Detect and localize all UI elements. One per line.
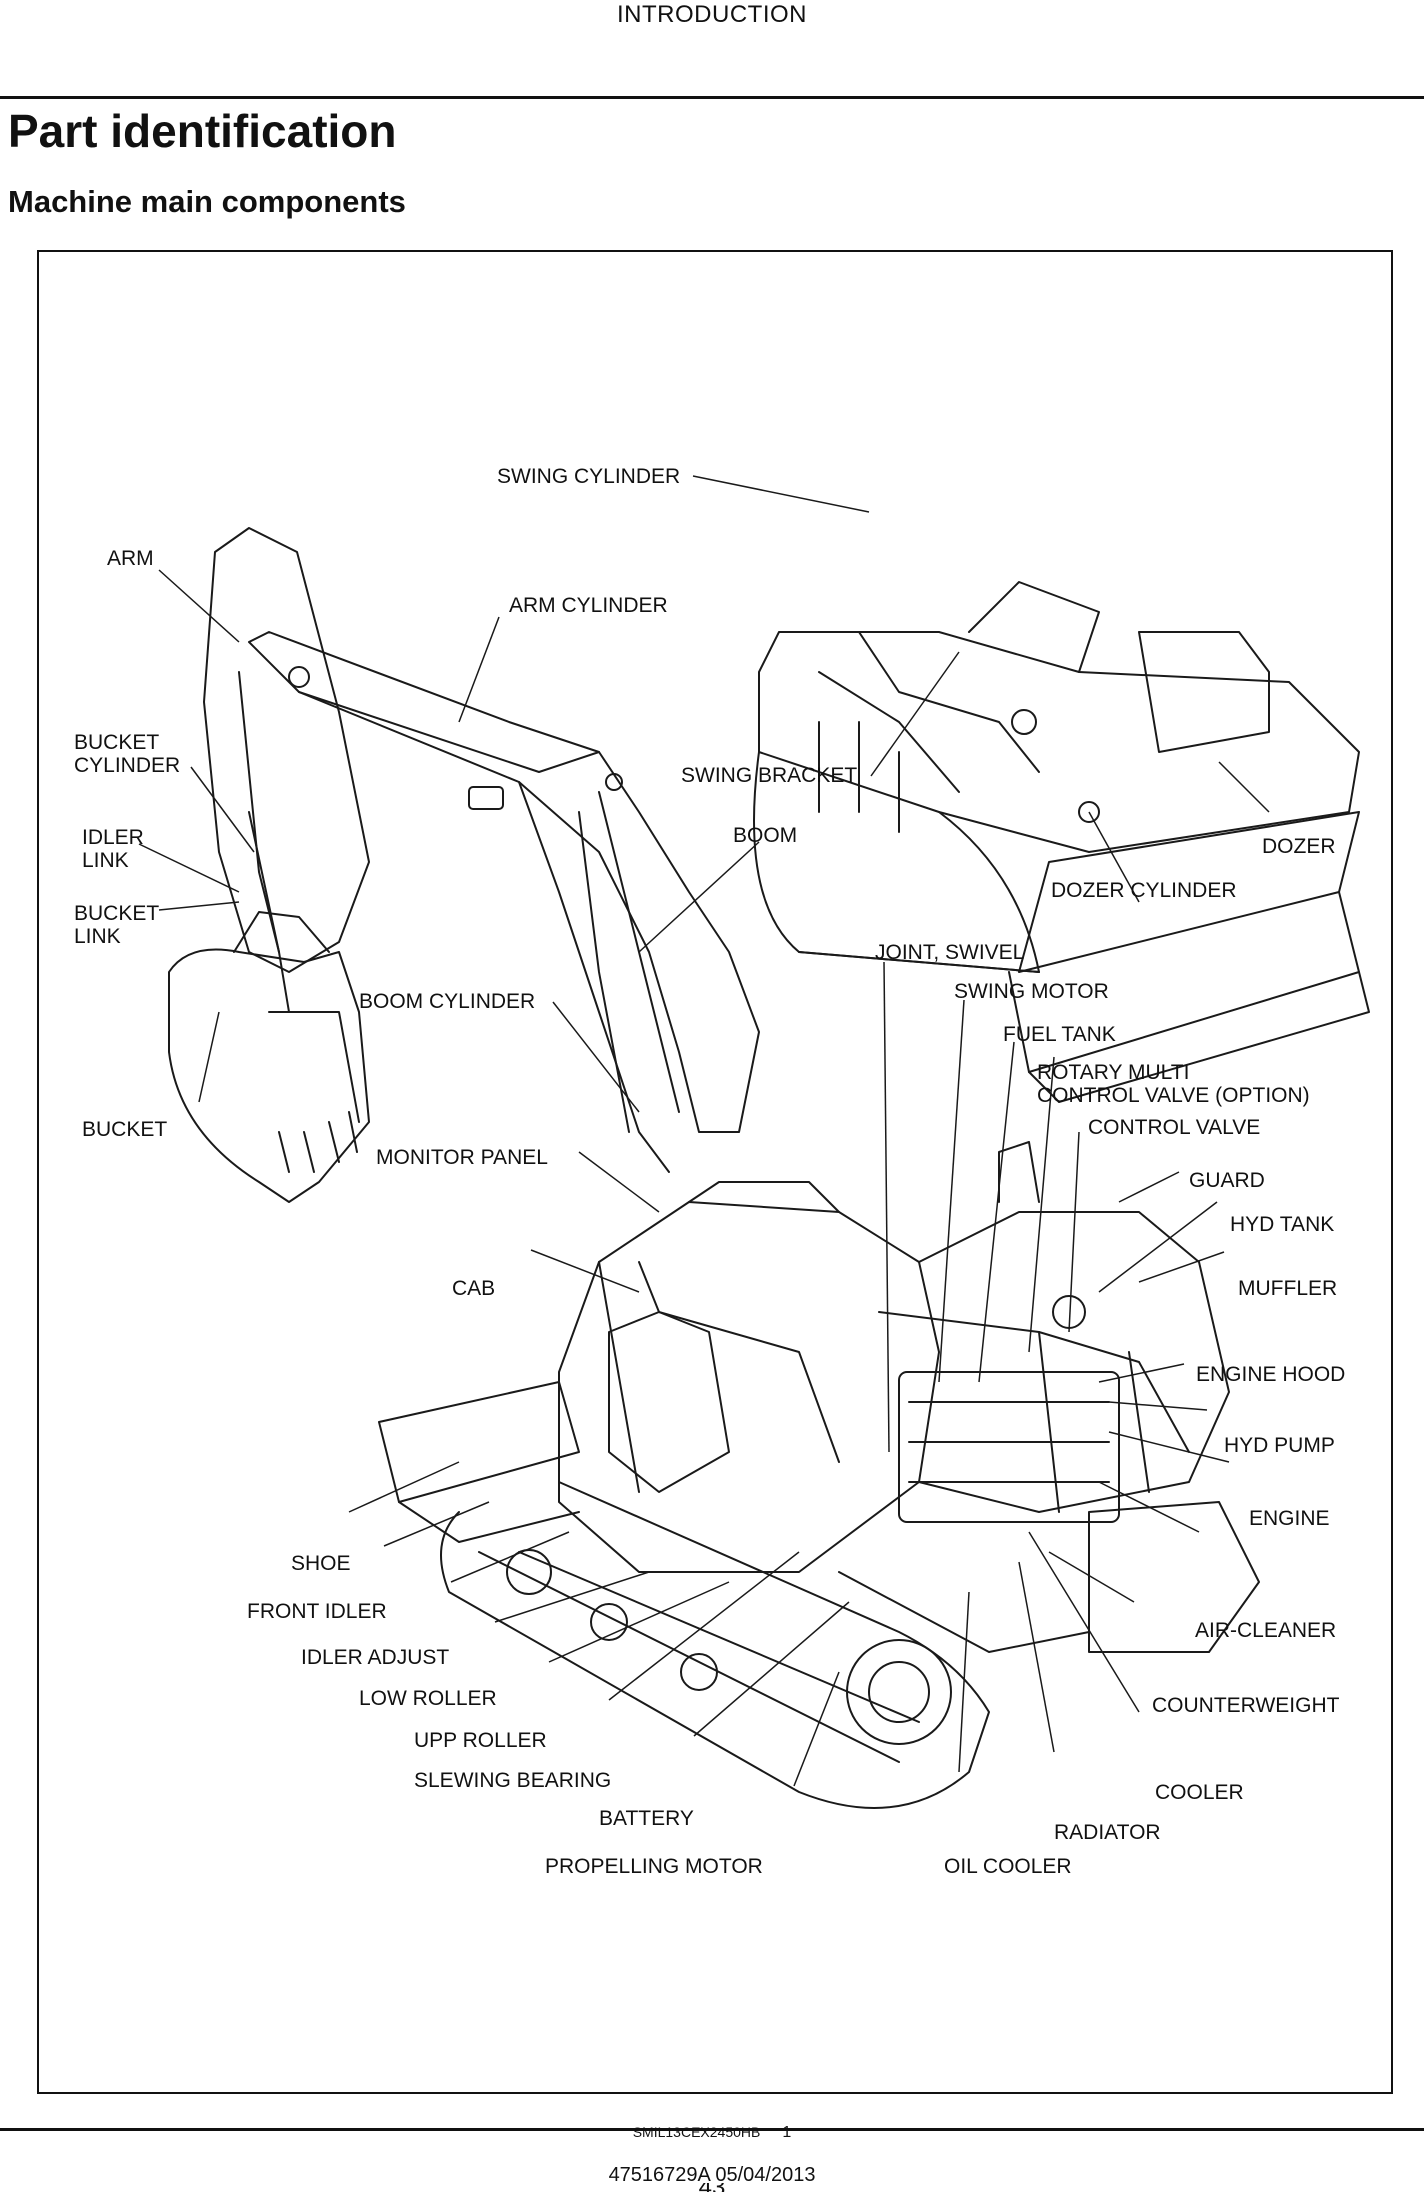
label-fuel-tank: FUEL TANK <box>1003 1023 1116 1046</box>
figure-code: SMIL13CEX2450HB <box>632 2124 761 2140</box>
bottom-rule <box>0 2128 1424 2131</box>
page-number: 43 <box>0 2183 1424 2192</box>
label-counterweight: COUNTERWEIGHT <box>1152 1694 1340 1717</box>
label-radiator: RADIATOR <box>1054 1821 1161 1844</box>
label-cooler: COOLER <box>1155 1781 1244 1804</box>
document-number: 47516729A 05/04/2013 <box>608 2164 816 2186</box>
figure-caption: SMIL13CEX2450HB 1 <box>0 2124 1424 2142</box>
undercarriage <box>440 1481 1260 1809</box>
label-guard: GUARD <box>1189 1169 1265 1192</box>
upper-structure <box>558 1141 1230 1573</box>
label-idler-adjust: IDLER ADJUST <box>301 1646 449 1669</box>
label-swing-motor: SWING MOTOR <box>954 980 1109 1003</box>
running-head: INTRODUCTION <box>617 1 807 28</box>
label-upp-roller: UPP ROLLER <box>414 1729 547 1752</box>
label-propelling-motor: PROPELLING MOTOR <box>545 1855 763 1878</box>
label-bucket-cylinder-line1: BUCKET <box>74 731 159 754</box>
label-cab: CAB <box>452 1277 495 1300</box>
label-arm-cylinder: ARM CYLINDER <box>509 594 668 617</box>
label-oil-cooler: OIL COOLER <box>944 1855 1072 1878</box>
section-title: Machine main components <box>8 184 406 219</box>
label-shoe: SHOE <box>291 1552 351 1575</box>
label-slewing-bearing: SLEWING BEARING <box>414 1769 611 1792</box>
label-swing-bracket: SWING BRACKET <box>681 764 857 787</box>
label-bucket-link-line1: BUCKET <box>74 902 159 925</box>
label-front-idler: FRONT IDLER <box>247 1600 387 1623</box>
label-monitor-panel: MONITOR PANEL <box>376 1146 548 1169</box>
label-muffler: MUFFLER <box>1238 1277 1337 1300</box>
label-idler-link-line1: IDLER <box>82 826 144 849</box>
label-arm: ARM <box>107 547 154 570</box>
label-dozer: DOZER <box>1262 835 1336 858</box>
callout-labels: SWING CYLINDER ARM ARM CYLINDER BUCKET C… <box>74 465 1345 1878</box>
front-dozer <box>378 1381 580 1543</box>
figure-frame: SWING CYLINDER ARM ARM CYLINDER BUCKET C… <box>37 250 1393 2094</box>
label-engine-hood: ENGINE HOOD <box>1196 1363 1345 1386</box>
label-battery: BATTERY <box>599 1807 694 1830</box>
label-rotary-valve-line2: CONTROL VALVE (OPTION) <box>1037 1084 1310 1107</box>
label-hyd-tank: HYD TANK <box>1230 1213 1334 1236</box>
inset-dozer-view <box>753 581 1370 1103</box>
figure-number: 1 <box>782 2124 792 2141</box>
label-hyd-pump: HYD PUMP <box>1224 1434 1335 1457</box>
label-bucket-cylinder-line2: CYLINDER <box>74 754 180 777</box>
label-boom: BOOM <box>733 824 797 847</box>
boom-arm <box>203 527 760 1173</box>
label-control-valve: CONTROL VALVE <box>1088 1116 1260 1139</box>
label-idler-link-line2: LINK <box>82 849 129 872</box>
bucket-drawing <box>168 911 370 1203</box>
page-title: Part identification <box>8 105 397 157</box>
label-air-cleaner: AIR-CLEANER <box>1195 1619 1336 1642</box>
leader-lines <box>138 475 1270 1787</box>
label-swing-cylinder: SWING CYLINDER <box>497 465 680 488</box>
label-rotary-valve-line1: ROTARY MULTI <box>1037 1061 1189 1084</box>
label-dozer-cylinder: DOZER CYLINDER <box>1051 879 1237 902</box>
label-bucket: BUCKET <box>82 1118 167 1141</box>
top-rule <box>0 96 1424 99</box>
label-boom-cylinder: BOOM CYLINDER <box>359 990 535 1013</box>
label-bucket-link-line2: LINK <box>74 925 121 948</box>
label-joint-swivel: JOINT, SWIVEL <box>875 941 1024 964</box>
excavator-diagram: SWING CYLINDER ARM ARM CYLINDER BUCKET C… <box>74 465 1370 1878</box>
label-engine: ENGINE <box>1249 1507 1330 1530</box>
label-low-roller: LOW ROLLER <box>359 1687 497 1710</box>
